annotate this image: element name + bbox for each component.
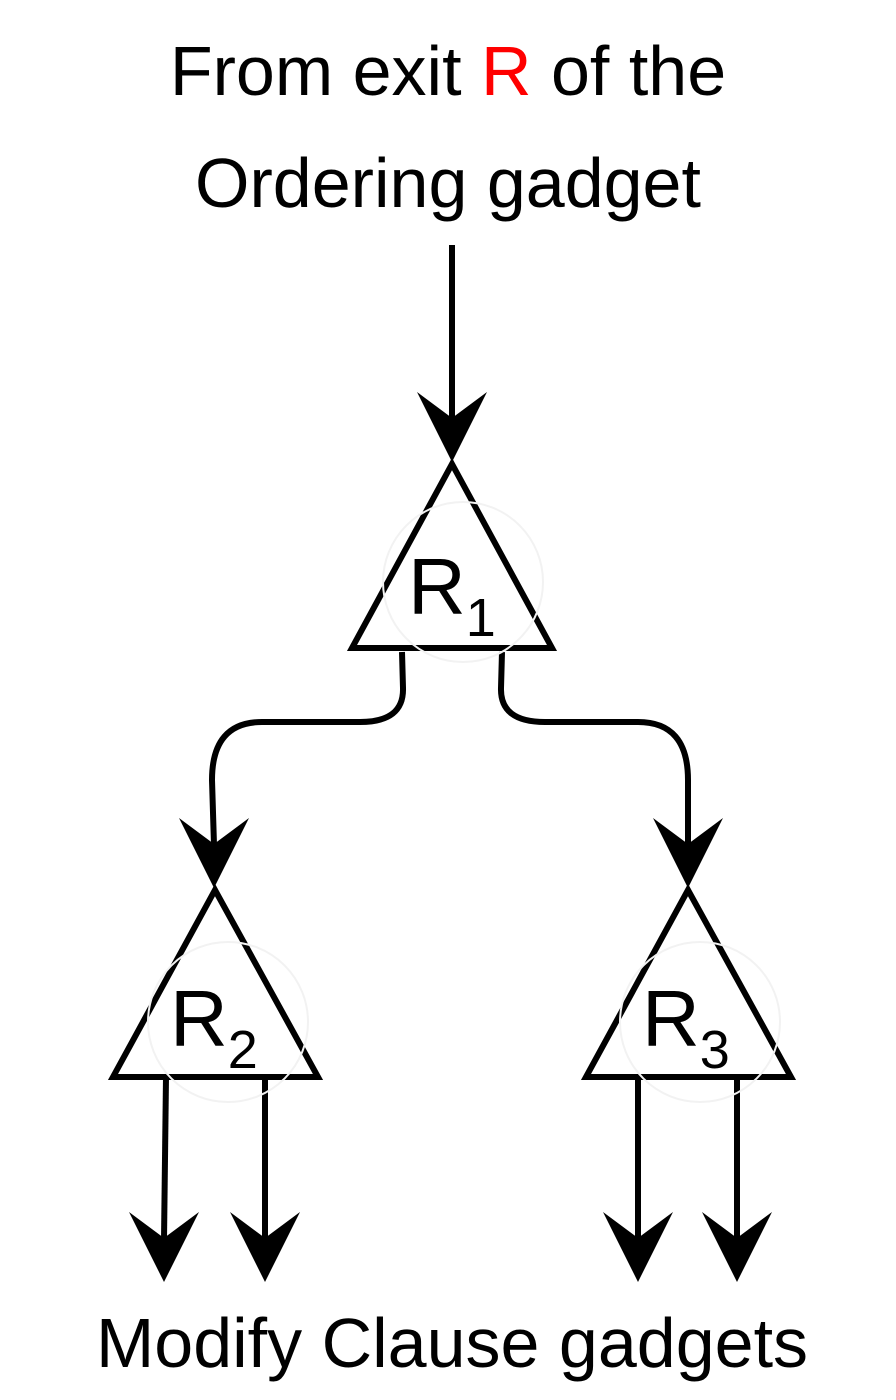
source-exit-highlight: R	[481, 32, 532, 110]
node-r3: R3	[580, 883, 797, 1103]
arrowhead-icon	[702, 1212, 772, 1282]
ghost-circle	[619, 941, 781, 1103]
node-r2-label: R2	[170, 974, 258, 1080]
ghost-circle	[147, 941, 309, 1103]
node-r2-letter: R	[170, 974, 228, 1063]
arrowhead-icon	[179, 818, 249, 888]
node-r1: R1	[346, 457, 558, 663]
node-r1-label: R1	[408, 542, 496, 648]
target-label: Modify Clause gadgets	[96, 1304, 808, 1382]
triangle-icon	[580, 883, 797, 1080]
edge-r3-out-left	[603, 1077, 673, 1282]
ghost-circle	[382, 501, 544, 663]
edge-r2-out-right	[230, 1077, 300, 1282]
arrowhead-icon	[417, 392, 487, 462]
edge-r2-out-left	[129, 1076, 199, 1282]
arrowhead-icon	[129, 1212, 199, 1282]
source-label-line-2: Ordering gadget	[195, 144, 701, 222]
edge-r1-to-r3	[497, 651, 723, 888]
triangle-icon	[107, 883, 324, 1080]
triangle-icon	[346, 457, 558, 651]
node-r3-letter: R	[642, 974, 700, 1063]
source-label-suffix: of the	[532, 32, 727, 110]
node-r3-subscript: 3	[700, 1020, 730, 1080]
edge-source-to-r1	[417, 245, 487, 462]
node-r1-subscript: 1	[466, 588, 496, 648]
node-r2: R2	[107, 883, 324, 1103]
source-label-prefix: From exit	[170, 32, 481, 110]
arrowhead-icon	[603, 1212, 673, 1282]
source-label-line-1: From exit R of the	[170, 32, 726, 110]
node-r1-letter: R	[408, 542, 466, 631]
node-r3-label: R3	[642, 974, 730, 1080]
arrowhead-icon	[653, 818, 723, 888]
node-r2-subscript: 2	[228, 1020, 258, 1080]
arrowhead-icon	[230, 1212, 300, 1282]
edge-r1-to-r2	[179, 651, 407, 888]
edge-r3-out-right	[702, 1077, 772, 1282]
